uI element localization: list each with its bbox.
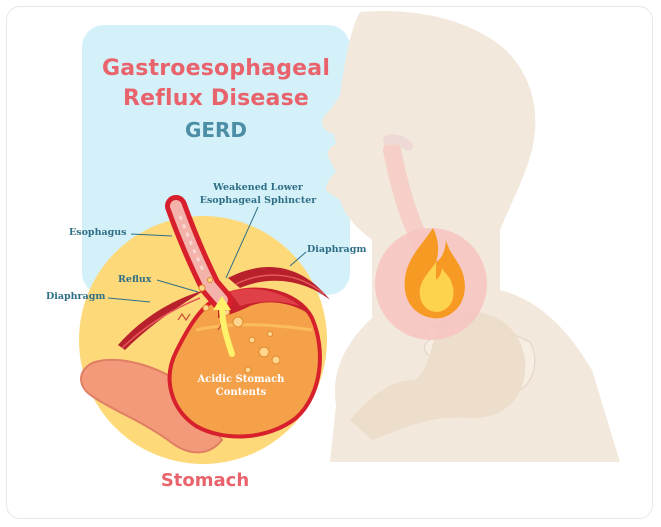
label-diaphragm-right: Diaphragm: [307, 244, 367, 255]
title-line-2: Reflux Disease: [123, 86, 309, 111]
leader-lines: [107, 206, 307, 303]
label-acid-line2: Contents: [215, 387, 267, 398]
title-line-1: Gastroesophageal: [101, 56, 331, 81]
label-acid-contents: Acidic Stomach Contents: [186, 373, 296, 399]
label-stomach: Stomach: [160, 470, 250, 491]
label-diaphragm-left: Diaphragm: [46, 291, 106, 302]
label-sphincter-line1: Weakened Lower: [213, 182, 303, 193]
label-acid-line1: Acidic Stomach: [197, 374, 285, 385]
label-sphincter-line2: Esophageal Sphincter: [199, 195, 317, 206]
human-silhouette: [322, 10, 620, 462]
label-sphincter: Weakened Lower Esophageal Sphincter: [196, 181, 320, 207]
diaphragm-right: [228, 267, 330, 300]
title-panel: [82, 25, 350, 295]
title-abbreviation: GERD: [184, 118, 248, 142]
label-reflux: Reflux: [118, 274, 152, 285]
head-torso: [322, 10, 620, 462]
intestine: [80, 358, 224, 454]
diaphragm-left: [118, 290, 205, 350]
flame-icon: [404, 228, 465, 319]
frame-border: [6, 6, 653, 519]
label-esophagus: Esophagus: [69, 227, 127, 238]
